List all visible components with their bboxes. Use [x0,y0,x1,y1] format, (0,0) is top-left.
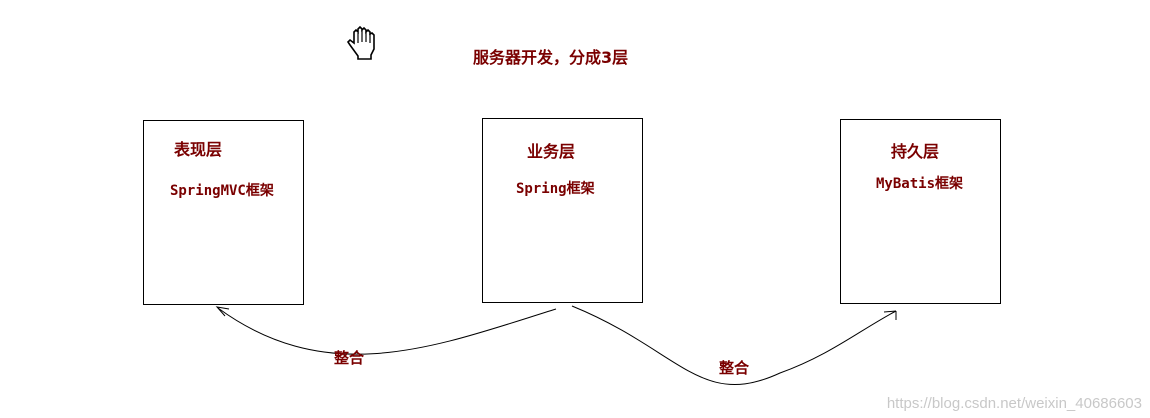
framework-mybatis: MyBatis框架 [876,176,964,192]
layer-box-business [482,118,643,303]
arrowhead-presentation [215,306,230,317]
layer-name-persistence: 持久层 [891,142,940,161]
layer-box-persistence [840,119,1001,304]
edge-label-right: 整合 [719,359,750,377]
diagram-title: 服务器开发，分成3层 [473,48,629,67]
edge-business-to-presentation [217,307,557,355]
watermark-text: https://blog.csdn.net/weixin_40686603 [886,395,1142,412]
arrowhead-persistence [883,310,897,320]
layer-box-presentation [143,120,304,305]
edge-business-to-persistence [571,305,897,385]
hand-cursor-icon [346,25,375,60]
layer-name-presentation: 表现层 [174,140,223,159]
framework-spring: Spring框架 [516,181,595,197]
framework-springmvc: SpringMVC框架 [170,183,274,199]
layer-name-business: 业务层 [527,142,576,161]
edge-label-left: 整合 [334,349,365,367]
